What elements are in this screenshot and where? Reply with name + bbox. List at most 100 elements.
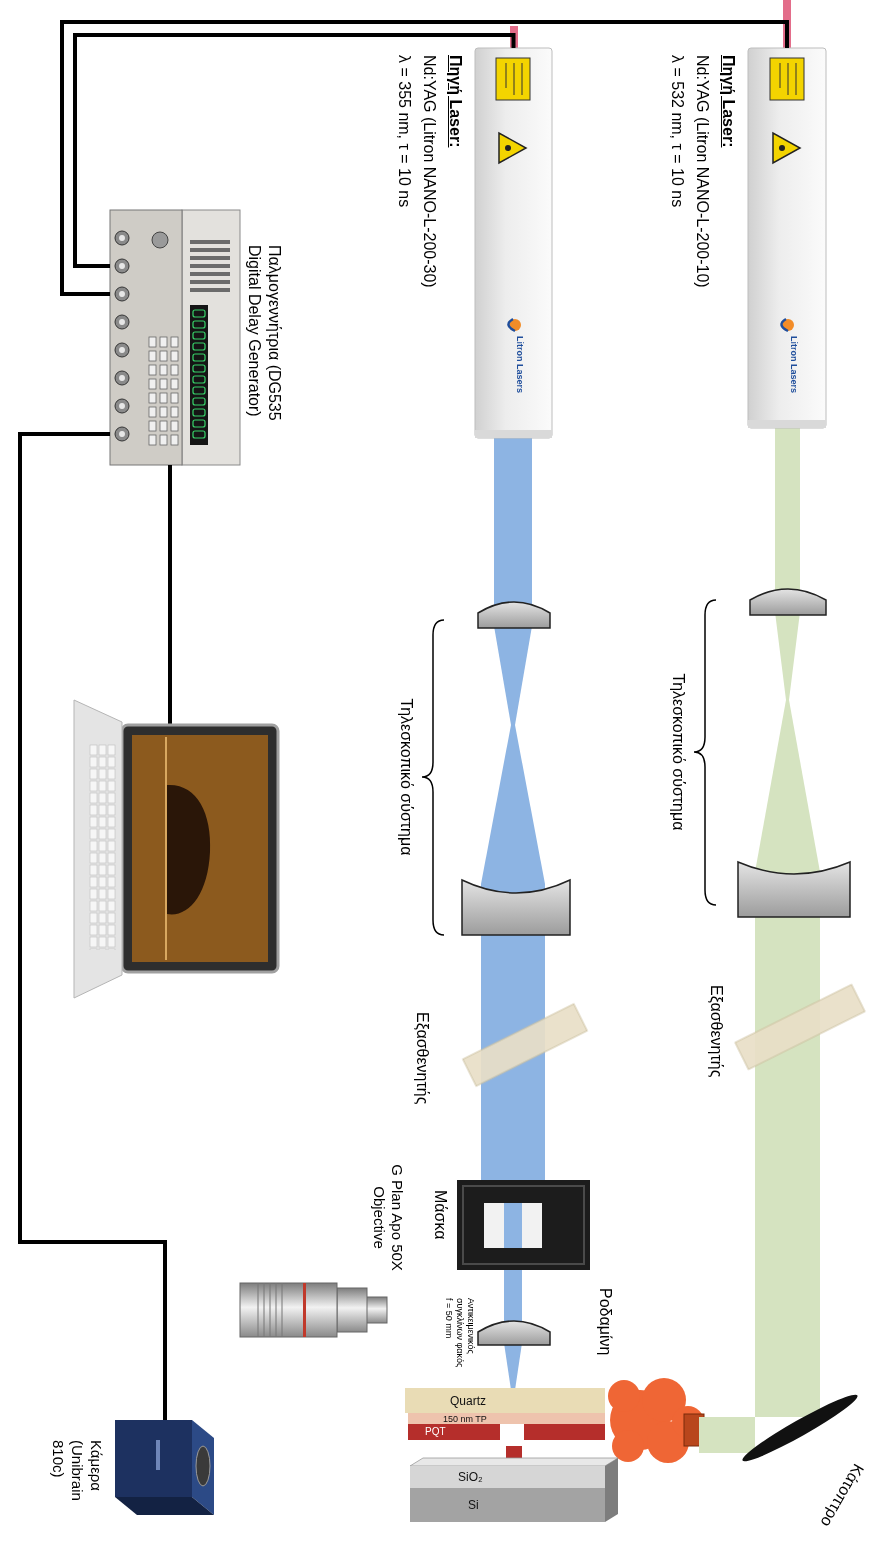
- delay-generator-drawing: [190, 240, 230, 244]
- laser-housing: [782, 319, 794, 331]
- delay-generator-drawing: [193, 310, 205, 438]
- laser-housing: [505, 145, 511, 151]
- node-text: Quartz: [450, 1395, 486, 1407]
- node-text: Litron Lasers: [514, 336, 525, 393]
- bracket: [422, 620, 444, 935]
- rhodamine-glow: [608, 1378, 704, 1463]
- component-label: Εξασθενητής: [706, 985, 726, 1077]
- substrate-side: [605, 1458, 618, 1522]
- uv-beam: [504, 1343, 522, 1390]
- green-beam: [775, 428, 800, 596]
- component-label: Μάσκα: [430, 1190, 450, 1240]
- node-text: Παλμογεννήτρια (DG535 Digital Delay Gene…: [244, 245, 284, 460]
- delay-generator-drawing: [193, 332, 205, 339]
- objective-lens: [258, 1283, 282, 1337]
- signal-cable: [20, 434, 165, 1420]
- component-label: f = 50 mm: [443, 1298, 454, 1338]
- node-text: λ = 532 nm, τ = 10 ns: [667, 55, 687, 207]
- camera-body: [115, 1497, 214, 1515]
- mask: [504, 1203, 522, 1248]
- laser-housing: [773, 133, 800, 163]
- delay-generator-drawing: [190, 272, 230, 276]
- objective-lens: [240, 1283, 387, 1337]
- thin-film-layer: 150 nm TP: [408, 1413, 605, 1424]
- component-label: Κάτοπτρο: [816, 1460, 868, 1531]
- delay-generator-drawing: [193, 387, 205, 394]
- laser-housing: [514, 63, 515, 95]
- delay-generator-drawing: [193, 343, 205, 350]
- delay-generator-drawing: [190, 305, 208, 445]
- laser-housing: [508, 319, 515, 331]
- laser-housing: [780, 63, 781, 88]
- laser-housing: [748, 48, 826, 428]
- delay-generator-drawing: [190, 256, 230, 260]
- uv-beam: [494, 626, 532, 725]
- delay-generator-drawing: [146, 336, 179, 448]
- laptop: [89, 744, 116, 950]
- camera-body: [115, 1420, 214, 1515]
- delay-generator-drawing: [193, 321, 205, 328]
- delay-generator-drawing: [193, 431, 205, 438]
- delay-generator-drawing: [190, 248, 230, 252]
- lens: [738, 862, 850, 917]
- laser-housing: [509, 319, 521, 331]
- node-text: λ = 355 nm, τ = 10 ns: [394, 55, 414, 207]
- node-text: Πηγή Laser:: [445, 55, 465, 147]
- mask: [457, 1180, 590, 1270]
- green-beam: [775, 612, 800, 700]
- objective-lens: [258, 1283, 259, 1337]
- delay-generator-drawing: [193, 365, 205, 372]
- attenuator: [735, 985, 865, 1070]
- node-text: PQT: [425, 1427, 446, 1437]
- component-label: Τηλεσκοπικό σύστημα: [668, 674, 688, 831]
- lens: [478, 602, 550, 628]
- delay-generator-drawing: [193, 354, 205, 361]
- mask: [457, 1180, 590, 1270]
- signal-cable: [62, 22, 787, 294]
- laptop: [167, 785, 210, 915]
- node-text: Nd:YAG (Litron NANO-L-200-10): [692, 55, 712, 288]
- laser-housing: [788, 63, 789, 95]
- laser-housing: [475, 48, 552, 438]
- camera-body: [115, 1420, 192, 1497]
- delay-generator-drawing: [182, 210, 240, 465]
- green-beam: [699, 428, 820, 1453]
- laser-housing: [770, 58, 804, 100]
- delay-generator-drawing: [110, 210, 240, 465]
- laser-housing: [499, 133, 526, 163]
- laser-housing: [796, 63, 797, 95]
- component-label: Τηλεσκοπικό σύστημα: [396, 699, 416, 856]
- delay-generator-drawing: [152, 232, 168, 248]
- laser-housing: [506, 63, 507, 88]
- lens: [462, 589, 850, 1345]
- delay-generator: Παλμογεννήτρια (DG535 Digital Delay Gene…: [110, 210, 240, 465]
- delay-generator-drawing: [110, 210, 182, 465]
- mask: [484, 1203, 542, 1248]
- rhodamine-glow: [608, 1380, 640, 1412]
- objective-lens: [282, 1283, 283, 1337]
- green-beam: [699, 870, 820, 1453]
- delay-generator-drawing: [193, 310, 205, 317]
- delay-generator-drawing: [193, 420, 205, 427]
- si-substrate: Si: [410, 1488, 605, 1522]
- objective-lens: [303, 1283, 306, 1337]
- uv-beam: [481, 725, 545, 884]
- attenuator: [463, 985, 865, 1087]
- delay-generator-drawing: [190, 264, 230, 268]
- delay-generator-drawing: [190, 280, 230, 284]
- delay-generator-drawing: [193, 398, 205, 405]
- objective-lens: [264, 1283, 265, 1337]
- node-text: Κάμερα (Unibrain 810c): [49, 1440, 105, 1520]
- laser-source: Πηγή Laser:Nd:YAG (Litron NANO-L-200-10)…: [748, 48, 826, 428]
- signal-cable: [75, 35, 514, 266]
- laser-housing: [496, 58, 530, 100]
- laptop: [165, 737, 167, 960]
- component-label: Εξασθενητής: [412, 1012, 432, 1104]
- laptop: [74, 700, 278, 998]
- mirror: [739, 1389, 862, 1468]
- laser-housing: [779, 145, 785, 151]
